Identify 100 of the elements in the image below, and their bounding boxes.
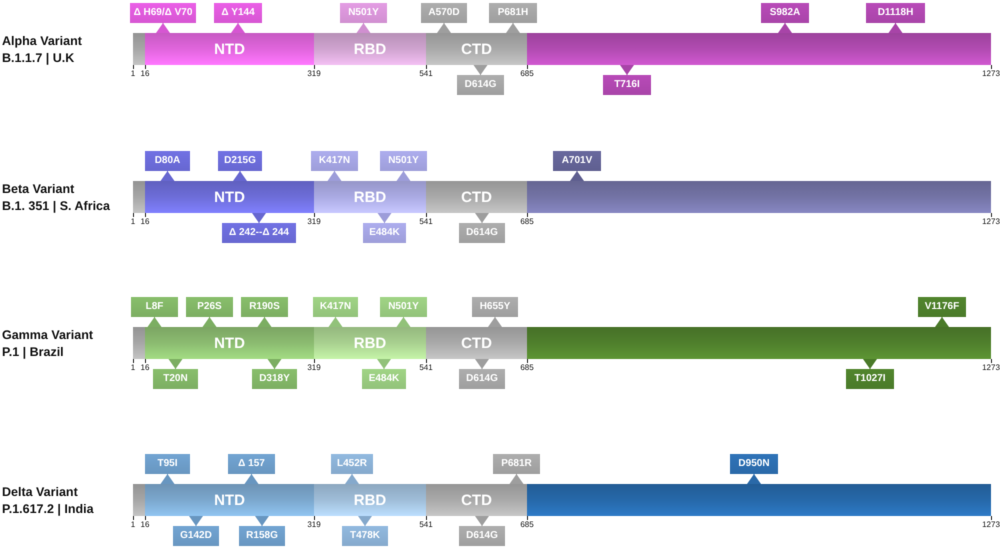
- bar-segment: [133, 484, 145, 516]
- position-number: 1: [130, 363, 136, 372]
- pointer-arrow: [268, 358, 282, 370]
- mutation-tag: A570D: [421, 3, 467, 23]
- position-number: 685: [520, 69, 534, 78]
- domain-segment: CTD: [426, 484, 527, 516]
- mutation-tag: G142D: [173, 526, 219, 546]
- position-number: 1: [130, 69, 136, 78]
- mutation-tag: Δ 242--Δ 244: [222, 223, 296, 243]
- pointer-arrow: [510, 474, 524, 484]
- mutation-tag: T478K: [342, 526, 388, 546]
- mutation-tag: D614G: [459, 223, 505, 243]
- pointer-arrow: [377, 358, 391, 370]
- pointer-arrow: [488, 316, 502, 328]
- pointer-arrow: [474, 64, 488, 76]
- pointer-arrow: [506, 22, 520, 34]
- position-number: 1273: [982, 69, 1000, 78]
- mutation-tag: P26S: [186, 297, 233, 317]
- pointer-arrow: [437, 22, 451, 34]
- pointer-arrow: [778, 22, 792, 34]
- domain-segment: CTD: [426, 181, 527, 213]
- position-number: 685: [520, 217, 534, 226]
- position-number: 1273: [982, 520, 1000, 529]
- mutation-tag: T1027I: [846, 369, 894, 389]
- mutation-tag: D318Y: [252, 369, 297, 389]
- pointer-arrow: [156, 22, 170, 34]
- mutation-tag: D80A: [145, 151, 190, 171]
- mutation-tag: R158G: [239, 526, 285, 546]
- mutation-tag: K417N: [311, 151, 358, 171]
- position-number: 319: [307, 520, 321, 529]
- bar-segment: [527, 181, 991, 213]
- mutation-tag: E484K: [362, 369, 406, 389]
- bar-segment: [527, 484, 991, 516]
- position-number: 1273: [982, 217, 1000, 226]
- mutation-tag: D614G: [459, 526, 505, 546]
- domain-segment: NTD: [145, 327, 314, 359]
- position-number: 541: [419, 217, 433, 226]
- pointer-arrow: [358, 516, 372, 526]
- pointer-arrow: [863, 358, 877, 370]
- mutation-tag: D614G: [457, 75, 504, 95]
- position-number: 16: [140, 520, 150, 529]
- pointer-arrow: [258, 316, 272, 328]
- pointer-arrow: [148, 316, 162, 328]
- pointer-arrow: [935, 316, 949, 328]
- mutation-tag: A701V: [553, 151, 601, 171]
- variant-lineage: B.1.1.7 | U.K: [2, 51, 74, 66]
- pointer-arrow: [747, 474, 761, 484]
- variant-lineage: P.1.617.2 | India: [2, 502, 94, 517]
- pointer-arrow: [189, 516, 203, 526]
- bar-segment: [527, 33, 991, 65]
- position-number: 16: [140, 363, 150, 372]
- pointer-arrow: [888, 22, 902, 34]
- mutation-tag: N501Y: [380, 297, 427, 317]
- pointer-arrow: [475, 212, 489, 224]
- position-number: 541: [419, 520, 433, 529]
- pointer-arrow: [475, 516, 489, 526]
- pointer-arrow: [202, 316, 216, 328]
- pointer-arrow: [356, 22, 370, 34]
- position-number: 1273: [982, 363, 1000, 372]
- position-number: 16: [140, 69, 150, 78]
- domain-segment: NTD: [145, 181, 314, 213]
- pointer-arrow: [252, 212, 266, 224]
- pointer-arrow: [345, 474, 359, 484]
- bar-segment: [133, 33, 145, 65]
- pointer-arrow: [231, 22, 245, 34]
- position-number: 1: [130, 217, 136, 226]
- mutation-tag: Δ Y144: [214, 3, 262, 23]
- domain-segment: RBD: [314, 181, 426, 213]
- mutation-tag: N501Y: [380, 151, 427, 171]
- mutation-tag: V1176F: [918, 297, 966, 317]
- bar-segment: [527, 327, 991, 359]
- pointer-arrow: [620, 64, 634, 76]
- mutation-tag: Δ H69/Δ V70: [130, 3, 196, 23]
- pointer-arrow: [160, 170, 174, 182]
- mutation-tag: S982A: [761, 3, 809, 23]
- mutation-tag: T716I: [603, 75, 651, 95]
- pointer-arrow: [233, 170, 247, 182]
- mutation-tag: R190S: [241, 297, 288, 317]
- position-number: 319: [307, 69, 321, 78]
- mutation-tag: D1118H: [866, 3, 925, 23]
- variant-name: Gamma Variant: [2, 328, 94, 343]
- pointer-arrow: [396, 170, 410, 182]
- mutation-tag: P681R: [493, 454, 540, 474]
- domain-segment: RBD: [314, 484, 426, 516]
- variant-name: Delta Variant: [2, 485, 78, 500]
- mutation-tag: H655Y: [472, 297, 518, 317]
- domain-segment: NTD: [145, 484, 314, 516]
- position-number: 685: [520, 520, 534, 529]
- mutation-tag: L452R: [331, 454, 373, 474]
- variant-lineage: B.1. 351 | S. Africa: [2, 199, 110, 214]
- mutation-tag: L8F: [131, 297, 178, 317]
- domain-segment: RBD: [314, 327, 426, 359]
- position-number: 1: [130, 520, 136, 529]
- mutation-tag: K417N: [313, 297, 358, 317]
- position-number: 16: [140, 217, 150, 226]
- mutation-tag: D614G: [459, 369, 505, 389]
- mutation-tag: E484K: [363, 223, 406, 243]
- mutation-tag: D215G: [218, 151, 262, 171]
- position-number: 685: [520, 363, 534, 372]
- mutation-tag: Δ 157: [228, 454, 275, 474]
